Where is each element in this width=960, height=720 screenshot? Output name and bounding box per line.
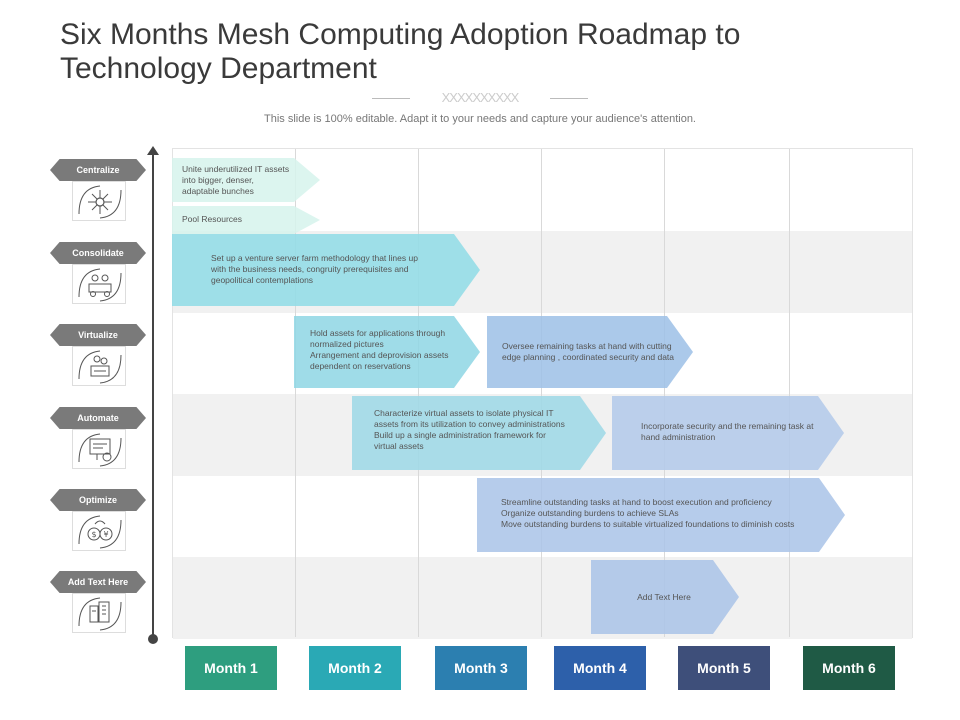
stage-icon-box-virtualize: [72, 346, 126, 386]
vertical-axis: [152, 152, 154, 638]
axis-end-dot: [148, 634, 158, 644]
task-text-line: adaptable bunches: [182, 186, 254, 196]
task-text-add-text: Add Text Here: [591, 592, 737, 603]
grid-line-2: [418, 149, 419, 637]
stage-label-centralize: Centralize: [50, 159, 146, 181]
task-arrow-pool: [172, 206, 320, 234]
task-text-line: Characterize virtual assets to isolate p…: [374, 408, 554, 418]
title-line-2: Technology Department: [60, 52, 377, 85]
task-text-line: with the business needs, congruity prere…: [211, 264, 409, 274]
grid-line-4: [664, 149, 665, 637]
stage-label-optimize: Optimize: [50, 489, 146, 511]
grid-line-5: [789, 149, 790, 637]
task-text-incorporate: Incorporate security and the remaining t…: [641, 421, 831, 443]
automation-screen-icon: [78, 433, 122, 467]
task-text-server-farm: Set up a venture server farm methodology…: [211, 253, 451, 286]
task-text-line: Arrangement and deprovision assets: [310, 350, 449, 360]
month-5-label: Month 5: [678, 646, 770, 690]
title-line-1: Six Months Mesh Computing Adoption Roadm…: [60, 18, 741, 51]
network-hub-icon: [78, 185, 122, 219]
task-arrow-oversee: [487, 316, 693, 388]
divider-line-right: [550, 98, 588, 99]
task-text-line: Organize outstanding burdens to achieve …: [501, 508, 679, 518]
task-arrow-hold-assets: [294, 316, 480, 388]
task-arrow-incorporate: [612, 396, 844, 470]
grid-line-1: [295, 149, 296, 637]
task-text-line: dependent on reservations: [310, 361, 411, 371]
stage-icon-box-optimize: $ ¥: [72, 511, 126, 551]
task-text-line: Oversee remaining tasks at hand with cut…: [502, 341, 672, 351]
task-arrow-streamline: [477, 478, 845, 552]
divider-text: XXXXXXXXXX: [441, 90, 520, 105]
task-text-oversee: Oversee remaining tasks at hand with cut…: [502, 341, 682, 363]
month-1-label: Month 1: [185, 646, 277, 690]
task-text-line: Unite underutilized IT assets: [182, 164, 290, 174]
stage-label-automate: Automate: [50, 407, 146, 429]
task-text-line: assets from its utilization to convey ad…: [374, 419, 565, 429]
task-text-pool: Pool Resources: [182, 214, 302, 225]
stage-icon-box-centralize: [72, 181, 126, 221]
subtitle: This slide is 100% editable. Adapt it to…: [264, 113, 696, 125]
svg-text:¥: ¥: [103, 530, 108, 539]
task-arrow-characterize: [352, 396, 606, 470]
task-arrow-add-text: [591, 560, 739, 634]
task-text-line: Hold assets for applications through: [310, 328, 446, 338]
month-2-label: Month 2: [309, 646, 401, 690]
task-text-line: Streamline outstanding tasks at hand to …: [501, 497, 772, 507]
axis-arrow-head-icon: [147, 146, 159, 155]
svg-text:$: $: [91, 530, 96, 539]
task-text-line: hand administration: [641, 432, 716, 442]
grid-line-3: [541, 149, 542, 637]
page-title: Six Months Mesh Computing Adoption Roadm…: [60, 18, 900, 86]
task-text-line: Incorporate security and the remaining t…: [641, 421, 814, 431]
stage-icon-box-automate: [72, 429, 126, 469]
title-divider: XXXXXXXXXX: [372, 90, 588, 106]
task-text-line: Move outstanding burdens to suitable vir…: [501, 519, 795, 529]
virtual-people-icon: [78, 350, 122, 384]
grid-band-6: [173, 557, 912, 639]
stage-label-consolidate: Consolidate: [50, 242, 146, 264]
month-6-label: Month 6: [803, 646, 895, 690]
task-arrow-unite: [172, 158, 320, 202]
task-text-unite: Unite underutilized IT assets into bigge…: [182, 164, 302, 197]
task-text-line: normalized pictures: [310, 339, 384, 349]
stage-label-add-text: Add Text Here: [50, 571, 146, 593]
task-text-streamline: Streamline outstanding tasks at hand to …: [501, 497, 831, 530]
task-text-line: edge planning , coordinated security and…: [502, 352, 675, 362]
money-optimize-icon: $ ¥: [78, 515, 122, 549]
month-4-label: Month 4: [554, 646, 646, 690]
stage-label-virtualize: Virtualize: [50, 324, 146, 346]
task-text-line: Pool Resources: [182, 214, 243, 224]
city-buildings-icon: [78, 597, 122, 631]
task-text-line: Add Text Here: [637, 592, 691, 602]
team-meeting-icon: [78, 268, 122, 302]
task-text-line: Set up a venture server farm methodology…: [211, 253, 418, 263]
stage-icon-box-consolidate: [72, 264, 126, 304]
task-arrow-server-farm: [172, 234, 480, 306]
divider-line-left: [372, 98, 410, 99]
task-text-hold-assets: Hold assets for applications through nor…: [310, 328, 470, 372]
task-text-characterize: Characterize virtual assets to isolate p…: [374, 408, 584, 452]
task-text-line: virtual assets: [374, 441, 424, 451]
task-text-line: into bigger, denser,: [182, 175, 254, 185]
task-text-line: Build up a single administration framewo…: [374, 430, 546, 440]
month-3-label: Month 3: [435, 646, 527, 690]
task-text-line: geopolitical contemplations: [211, 275, 314, 285]
stage-icon-box-add-text: [72, 593, 126, 633]
